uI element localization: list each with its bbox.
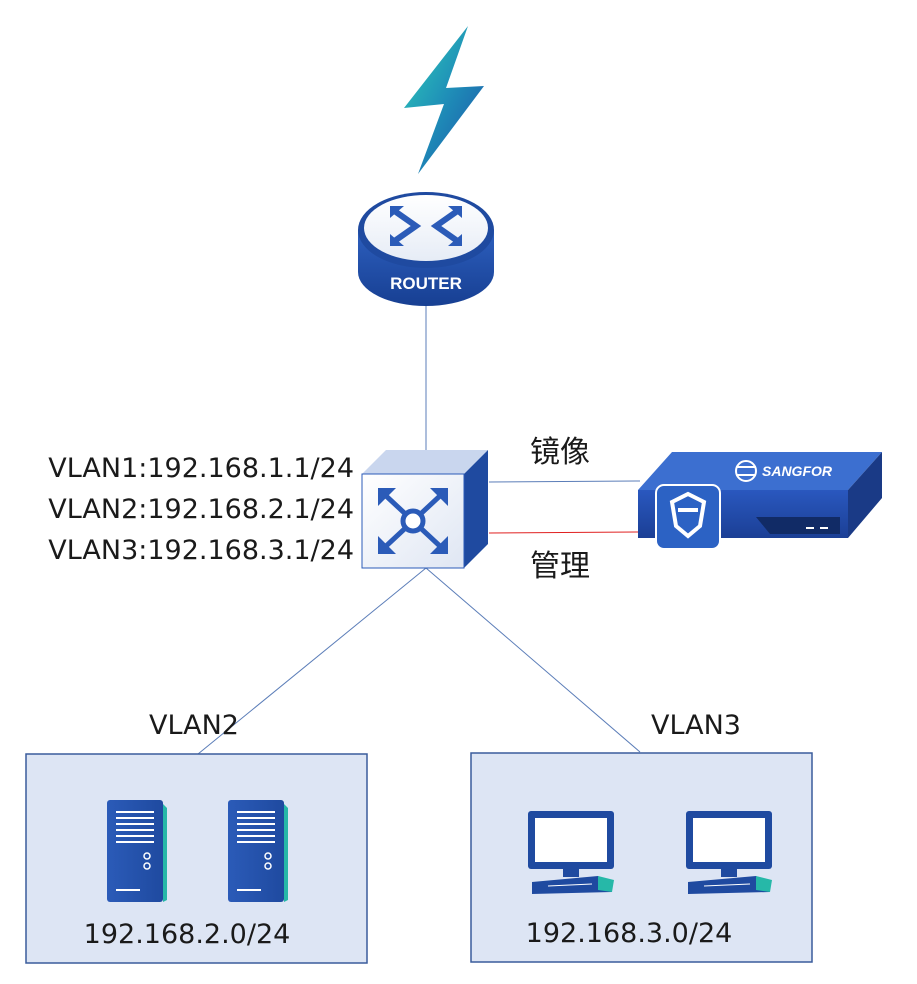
- vlan2-segment-label: VLAN2: [149, 710, 239, 741]
- switch-vlan2-link: [197, 567, 427, 755]
- router-icon: [358, 192, 494, 306]
- mirror-link-label: 镜像: [530, 435, 590, 470]
- server-icon: [228, 800, 288, 902]
- workstation-icon: [686, 811, 772, 894]
- vlan3-segment-label: VLAN3: [651, 710, 741, 741]
- workstation-icon: [528, 811, 614, 894]
- switch-vlan3-link: [425, 567, 641, 753]
- sangfor-logo-mark: [735, 460, 757, 482]
- appliance-brand-label: SANGFOR: [762, 463, 833, 479]
- vlan3-interface-label: VLAN3:192.168.3.1/24: [48, 535, 354, 566]
- mirror-link: [488, 480, 641, 483]
- core-switch-icon: [361, 450, 488, 569]
- internet-lightning-icon: [404, 26, 484, 174]
- vlan1-interface-label: VLAN1:192.168.1.1/24: [48, 453, 354, 484]
- vlan2-interface-label: VLAN2:192.168.2.1/24: [48, 494, 354, 525]
- vlan2-subnet-label: 192.168.2.0/24: [84, 919, 291, 950]
- server-icon: [107, 800, 167, 902]
- router-label: ROUTER: [390, 274, 462, 293]
- vlan3-subnet-label: 192.168.3.0/24: [526, 918, 733, 949]
- vlan2-segment-box: [25, 753, 368, 964]
- management-link-label: 管理: [530, 549, 590, 584]
- sangfor-appliance-icon: [638, 452, 882, 550]
- management-link: [488, 531, 641, 534]
